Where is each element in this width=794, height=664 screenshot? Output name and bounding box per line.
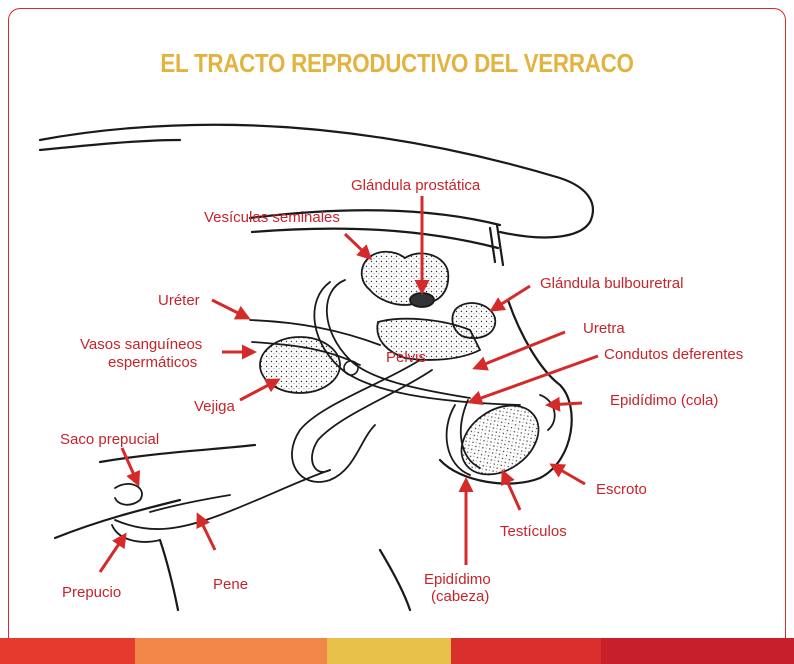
label-arrows [100, 196, 598, 572]
testicle [448, 391, 551, 488]
seminal-vesicles [362, 252, 449, 305]
label-epididimo-cola: Epidídimo (cola) [610, 392, 718, 409]
stripe-3 [327, 638, 451, 664]
arrow-epididimo-cola [548, 403, 582, 405]
label-vejiga: Vejiga [194, 398, 236, 415]
label-escroto: Escroto [596, 481, 647, 498]
label-uretra: Uretra [583, 320, 625, 337]
label-pelvis: Pelvis [386, 349, 426, 366]
label-saco: Saco prepucial [60, 431, 159, 448]
arrow-saco [122, 448, 138, 484]
label-vasos-2: espermáticos [108, 354, 197, 371]
stripe-1 [0, 638, 135, 664]
stripe-2 [135, 638, 327, 664]
arrow-escroto [552, 465, 585, 484]
label-epididimo-cabeza-2: (cabeza) [431, 588, 489, 605]
arrow-vejiga [240, 380, 278, 400]
arrow-testiculos [503, 472, 520, 510]
label-prostatica: Glándula prostática [351, 177, 481, 194]
footer-color-stripes [0, 638, 794, 664]
stripe-4 [451, 638, 601, 664]
label-ureter: Uréter [158, 292, 200, 309]
arrow-ureter [212, 300, 248, 318]
label-bulbouretral: Glándula bulbouretral [540, 275, 683, 292]
label-vesiculas: Vesículas seminales [204, 209, 340, 226]
arrow-vesiculas [345, 234, 370, 258]
stripe-5 [601, 638, 794, 664]
label-testiculos: Testículos [500, 523, 567, 540]
arrow-uretra [475, 332, 565, 368]
organs [260, 252, 552, 489]
arrow-prepucio [100, 535, 125, 572]
label-epididimo-cabeza-1: Epidídimo [424, 571, 491, 588]
labels: Glándula prostática Vesículas seminales … [60, 177, 743, 605]
label-vasos-1: Vasos sanguíneos [80, 336, 202, 353]
prostate-gland [410, 293, 434, 307]
label-prepucio: Prepucio [62, 584, 121, 601]
label-pene: Pene [213, 576, 248, 593]
label-conductos: Condutos deferentes [604, 346, 743, 363]
